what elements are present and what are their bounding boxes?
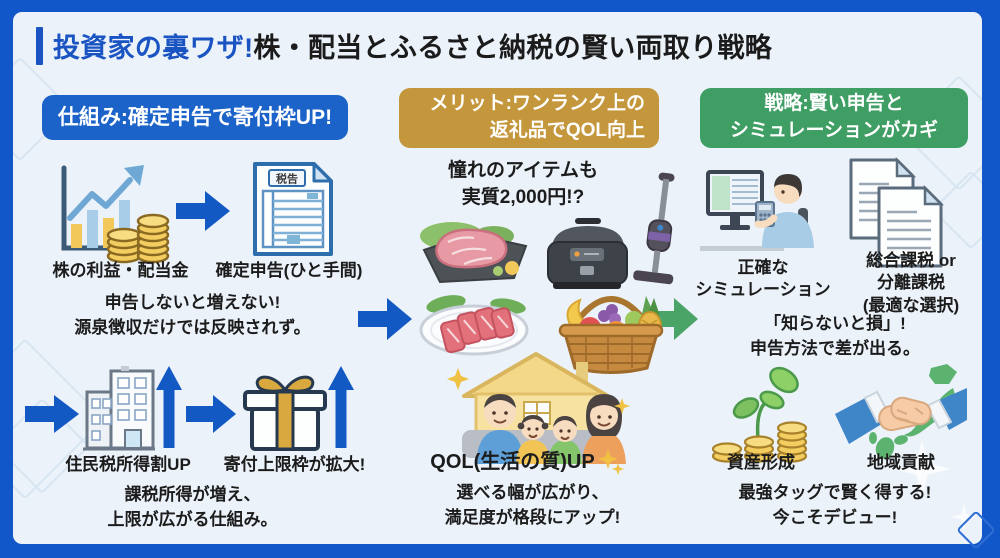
label-text: シミュレーション <box>695 280 831 300</box>
connector-arrow-blue-icon <box>358 297 412 341</box>
header-label: 返礼品でQOL向上 <box>489 120 645 141</box>
donation-cap-label: 寄付上限枠が拡大! <box>212 454 377 476</box>
label-text: 住民税所得割UP <box>65 455 191 474</box>
mechanism-note-1: 申告しないと増えない! 源泉徴収だけでは反映されず。 <box>25 291 360 340</box>
header-label: シミュレーションがカギ <box>729 120 939 141</box>
strategy-note-1: 「知らないと損」! 申告方法で差が出る。 <box>690 312 980 361</box>
filing-label: 確定申告(ひと手間) <box>203 260 375 282</box>
taxation-choice-label: 総合課税 or 分離課税 (最適な選択) <box>836 250 986 317</box>
title-main: 株・配当とふるさと納税の賢い両取り戦略 <box>253 33 773 63</box>
title-accent-bar <box>36 26 43 65</box>
label-text: 寄付上限枠が拡大! <box>223 455 366 474</box>
title-text: 投資家の裏ワザ!株・配当とふるさと納税の賢い両取り戦略 <box>53 26 772 65</box>
wagyu-beef-plate-icon <box>412 210 536 294</box>
section-header-mechanism: 仕組み:確定申告で寄付枠UP! <box>42 95 348 140</box>
sashimi-plate-icon <box>416 286 534 358</box>
header-label: 戦略:賢い申告と <box>764 93 904 115</box>
note-line: 憧れのアイテムも <box>447 160 599 181</box>
stick-vacuum-icon <box>628 170 680 288</box>
strategy-note-2: 最強タッグで賢く得する! 今こそデビュー! <box>685 481 985 530</box>
label-text: 資産形成 <box>727 453 795 472</box>
label-text: 確定申告(ひと手間) <box>215 261 363 280</box>
resident-tax-label: 住民税所得割UP <box>38 454 218 476</box>
arrow-right-icon <box>186 394 236 434</box>
note-line: 最強タッグで賢く得する! <box>738 483 932 502</box>
header-label: メリット:ワンランク上の <box>429 93 645 115</box>
note-line: 課税所得が増え、 <box>124 485 261 504</box>
asset-growth-coins-icon <box>710 362 812 464</box>
title-highlight: 投資家の裏ワザ! <box>53 33 254 63</box>
arrow-right-icon <box>25 394 79 434</box>
asset-label: 資産形成 <box>710 452 812 474</box>
qol-label-row: QOL(生活の質)UP <box>402 449 652 476</box>
label-text: (最適な選択) <box>862 295 960 315</box>
label-text: 株の利益・配当金 <box>52 261 189 280</box>
arrow-up-icon <box>156 366 182 448</box>
family-house-icon <box>436 346 638 464</box>
note-line: 上限が広がる仕組み。 <box>107 509 278 529</box>
merit-lead: 憧れのアイテムも 実質2,000円!? <box>398 158 648 211</box>
qol-label: QOL(生活の質)UP <box>430 451 595 473</box>
note-line: 今こそデビュー! <box>772 507 898 527</box>
arrow-up-icon <box>328 366 354 448</box>
stock-chart-coins-icon <box>50 160 172 264</box>
header-label: 仕組み:確定申告で寄付枠UP! <box>57 105 333 129</box>
label-text: 総合課税 or <box>866 251 956 270</box>
tax-documents-icon <box>845 156 947 274</box>
simulation-label: 正確な シミュレーション <box>688 257 838 302</box>
page-title: 投資家の裏ワザ!株・配当とふるさと納税の賢い両取り戦略 <box>36 26 772 65</box>
region-label: 地域貢献 <box>845 452 957 474</box>
label-text: 分離課税 <box>877 273 945 293</box>
simulation-computer-icon <box>698 156 820 268</box>
mechanism-note-2: 課税所得が増え、 上限が広がる仕組み。 <box>25 483 360 532</box>
note-line: 実質2,000円!? <box>461 186 585 208</box>
section-header-strategy: 戦略:賢い申告と シミュレーションがカギ <box>700 88 968 148</box>
sparkle-icon <box>597 449 624 476</box>
rice-cooker-icon <box>542 216 632 294</box>
arrow-right-icon <box>176 190 230 232</box>
gift-box-icon <box>243 372 327 452</box>
note-line: 選べる幅が広がり、 <box>456 483 609 502</box>
note-line: 源泉徴収だけでは反映されず。 <box>74 317 311 337</box>
label-text: 正確な <box>737 258 789 277</box>
label-text: 地域貢献 <box>867 453 935 472</box>
handshake-japan-icon <box>835 362 967 462</box>
connector-arrow-green-icon <box>646 297 698 341</box>
city-hall-building-icon <box>82 366 156 452</box>
note-line: 「知らないと損」! <box>764 314 906 333</box>
note-line: 申告方法で差が出る。 <box>750 338 920 358</box>
doc-stamp-label: 税告 <box>276 172 298 186</box>
tax-return-document-icon: 税告 <box>247 158 339 260</box>
merit-note: 選べる幅が広がり、 満足度が格段にアップ! <box>395 481 670 530</box>
note-line: 満足度が格段にアップ! <box>444 507 621 527</box>
profit-label: 株の利益・配当金 <box>28 260 213 282</box>
note-line: 申告しないと増えない! <box>104 293 281 312</box>
section-header-merit: メリット:ワンランク上の 返礼品でQOL向上 <box>399 88 659 148</box>
